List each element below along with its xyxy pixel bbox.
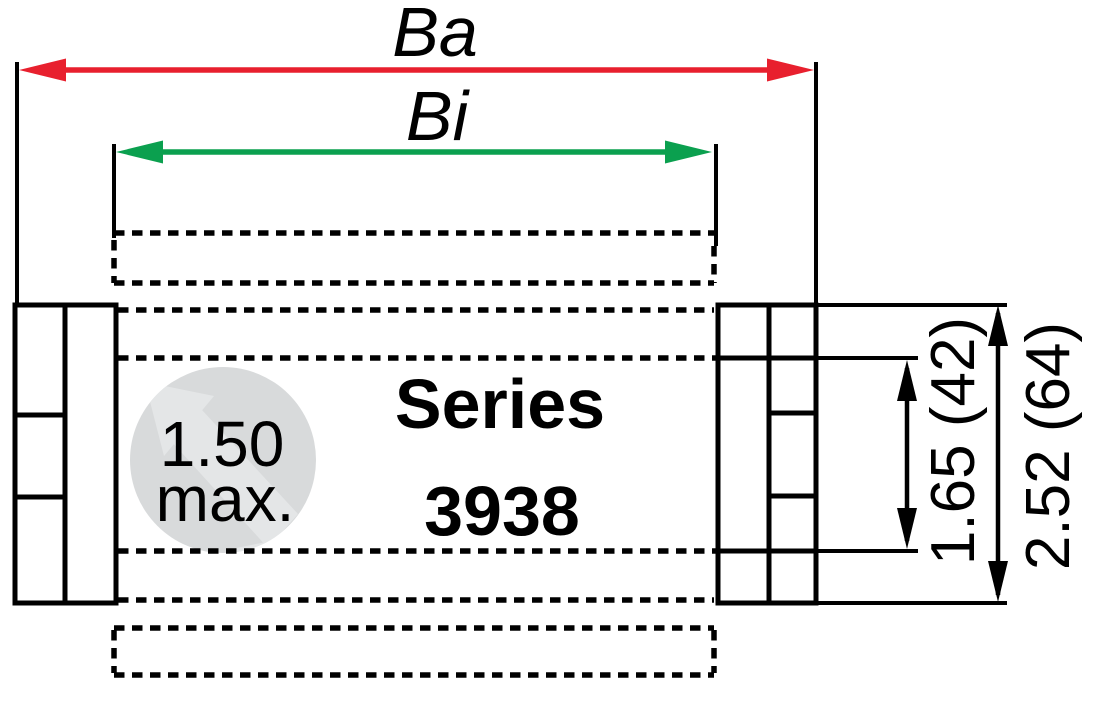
left-end-bracket: [12, 302, 119, 606]
series-title: Series 3938: [395, 365, 605, 550]
inner-height-dimension: 1.65 (42): [897, 317, 988, 565]
bend-radius-note: [130, 367, 316, 553]
inner-height-arrowhead-down-icon: [897, 508, 917, 549]
ba-arrowhead-left-icon: [19, 58, 66, 82]
bend-radius-note-text: 1.50 max.: [156, 408, 295, 535]
note-max-label: max.: [156, 463, 295, 535]
note-watermark-arrow-icon: [145, 382, 298, 553]
ba-arrowhead-right-icon: [767, 58, 814, 82]
outer-height-dimension: 2.52 (64): [988, 305, 1083, 602]
outer-height-arrowhead-down-icon: [988, 561, 1008, 602]
inner-height-label: 1.65 (42): [919, 317, 988, 565]
series-number-label: 3938: [424, 472, 580, 550]
bi-arrowhead-right-icon: [665, 140, 712, 164]
series-word-label: Series: [395, 365, 605, 443]
bi-arrowhead-left-icon: [116, 140, 163, 164]
outer-height-label: 2.52 (64): [1014, 322, 1083, 570]
outer-height-arrowhead-up-icon: [988, 305, 1008, 346]
ba-dimension: Ba: [19, 0, 814, 82]
inner-height-arrowhead-up-icon: [897, 360, 917, 401]
right-end-bracket: [715, 302, 819, 606]
note-value: 1.50: [160, 408, 285, 480]
extension-lines: [15, 62, 1007, 605]
bi-dimension: Bi: [116, 77, 712, 164]
hidden-chain-outline: [111, 230, 717, 678]
bi-label: Bi: [406, 77, 471, 155]
ba-label: Ba: [392, 0, 478, 71]
